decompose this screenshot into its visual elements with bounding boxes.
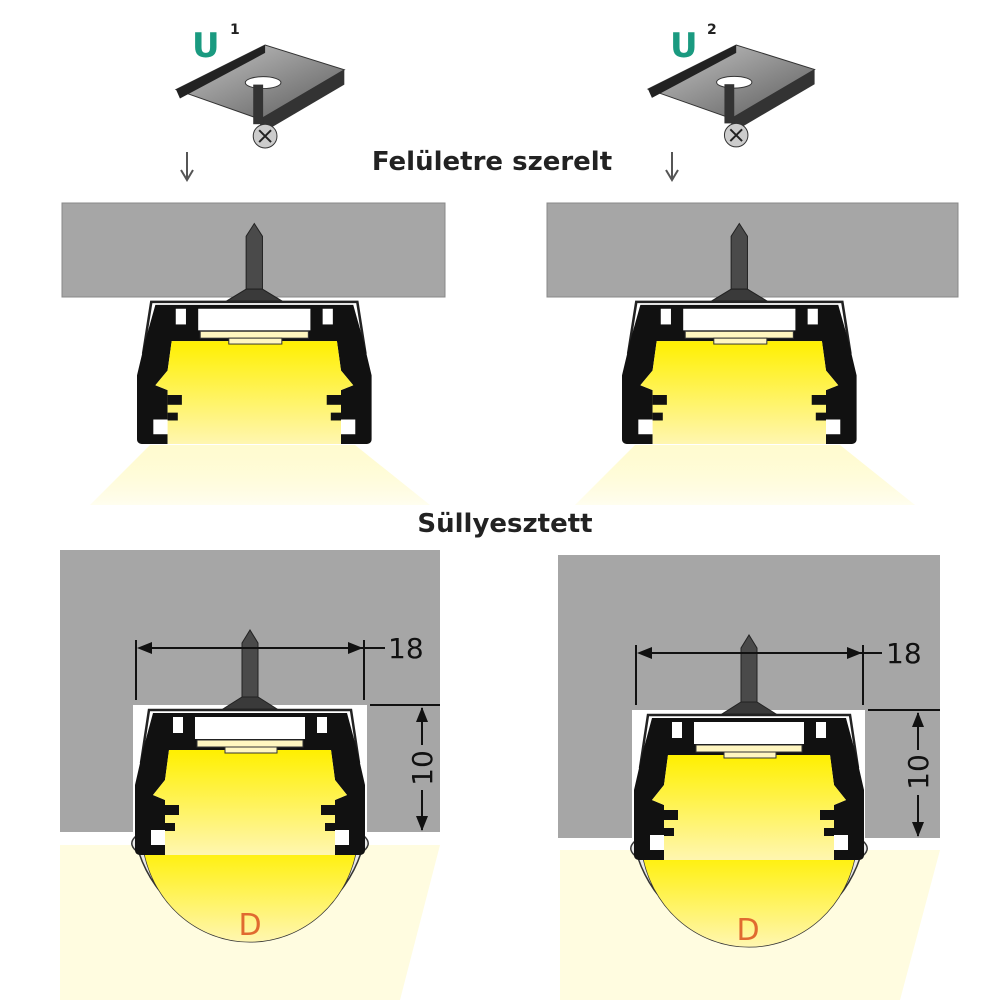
arrow-down-icon — [180, 152, 194, 182]
surface-mounted-title: Felületre szerelt — [372, 147, 612, 177]
height-dimension — [370, 704, 440, 831]
clip-u2-letter: U — [670, 26, 698, 66]
diffuser-label: D — [736, 913, 759, 948]
recessed-left: D 18 10 — [60, 550, 440, 1000]
aluminium-profile — [632, 713, 866, 862]
height-value: 10 — [406, 750, 439, 786]
surface-mounted-u2 — [546, 202, 959, 505]
clip-u1-index: 1 — [230, 22, 240, 38]
recessed-title: Süllyesztett — [417, 509, 592, 539]
height-value: 10 — [902, 754, 935, 790]
diffuser-label: D — [238, 908, 261, 943]
clip-u2: U 2 — [647, 22, 816, 182]
clip-u2-index: 2 — [707, 22, 717, 38]
light-beam — [90, 445, 430, 505]
clip-u1: U 1 — [175, 22, 346, 182]
clip-u1-letter: U — [192, 26, 220, 66]
height-dimension — [868, 709, 940, 837]
width-dimension — [635, 645, 882, 705]
width-value: 18 — [388, 632, 424, 665]
aluminium-profile — [133, 708, 367, 857]
aluminium-profile — [620, 300, 858, 446]
width-value: 18 — [886, 637, 922, 670]
arrow-down-icon — [665, 152, 679, 182]
recessed-right: D 18 10 — [558, 555, 940, 1000]
ceiling — [546, 202, 959, 298]
width-dimension — [135, 640, 385, 700]
surface-mounted-u1 — [61, 202, 446, 505]
aluminium-profile — [135, 300, 373, 446]
light-beam — [575, 445, 915, 505]
